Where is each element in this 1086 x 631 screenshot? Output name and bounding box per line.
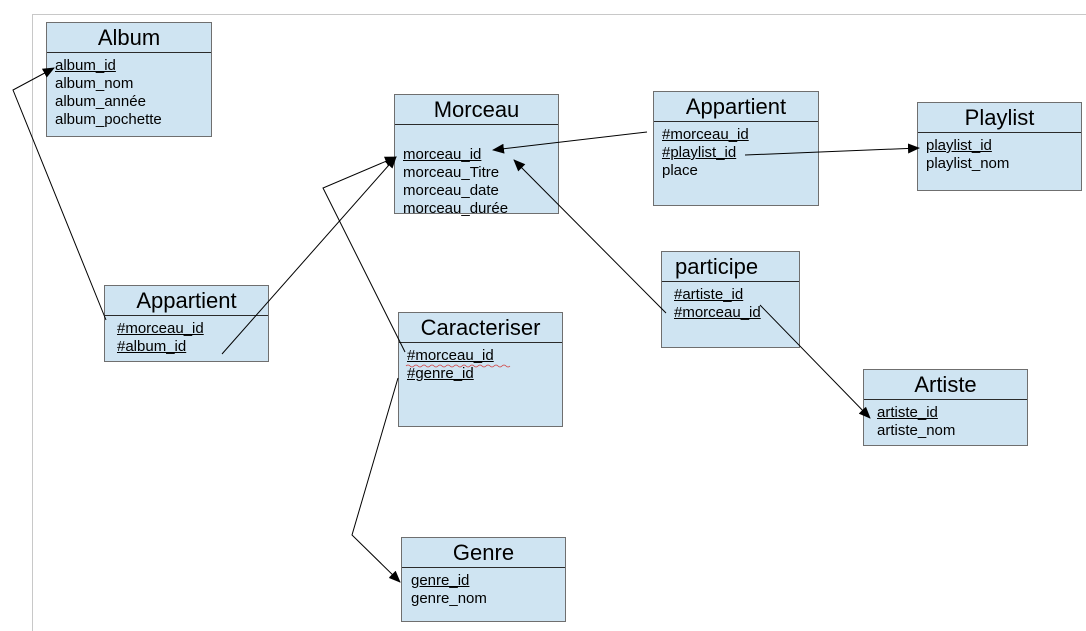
table-participe[interactable]: participe #artiste_id #morceau_id xyxy=(661,251,800,348)
table-title: Artiste xyxy=(864,370,1027,400)
field-morceau-id-fk: #morceau_id xyxy=(674,304,761,321)
field-list: artiste_id artiste_nom xyxy=(864,400,1027,440)
field-artiste-id-fk: #artiste_id xyxy=(674,286,744,303)
field-artiste-id: artiste_id xyxy=(877,404,938,421)
table-title: participe xyxy=(662,252,799,282)
field-album-pochette: album_pochette xyxy=(55,111,162,128)
field-morceau-id-fk: #morceau_id xyxy=(407,347,494,364)
table-playlist[interactable]: Playlist playlist_id playlist_nom xyxy=(917,102,1082,191)
field-morceau-id: morceau_id xyxy=(403,146,482,163)
field-list: #morceau_id #genre_id xyxy=(399,343,562,383)
spellcheck-wavy-underline xyxy=(405,364,511,368)
table-appartient-playlist[interactable]: Appartient #morceau_id #playlist_id plac… xyxy=(653,91,819,206)
table-morceau[interactable]: Morceau morceau_id morceau_Titre morceau… xyxy=(394,94,559,217)
table-appartient-album[interactable]: Appartient #morceau_id #album_id xyxy=(104,285,269,362)
field-list: album_id album_nom album_année album_poc… xyxy=(47,53,211,129)
field-list: playlist_id playlist_nom xyxy=(918,133,1081,173)
page-left-edge xyxy=(32,14,33,631)
field-morceau-duree: morceau_durée xyxy=(403,200,509,217)
field-genre-id: genre_id xyxy=(411,572,470,589)
field-list: #artiste_id #morceau_id xyxy=(662,282,799,322)
table-title: Playlist xyxy=(918,103,1081,133)
field-artiste-nom: artiste_nom xyxy=(877,422,956,439)
field-genre-id-fk: #genre_id xyxy=(407,365,474,382)
field-playlist-id: playlist_id xyxy=(926,137,992,154)
field-morceau-id-fk: #morceau_id xyxy=(117,320,204,337)
table-artiste[interactable]: Artiste artiste_id artiste_nom xyxy=(863,369,1028,446)
field-playlist-nom: playlist_nom xyxy=(926,155,1010,172)
link-participe-to-morceau[interactable] xyxy=(513,159,667,314)
table-title: Morceau xyxy=(395,95,558,125)
field-morceau-id-fk: #morceau_id xyxy=(662,126,749,143)
field-list: genre_id genre_nom xyxy=(402,568,565,608)
page-top-edge xyxy=(32,14,1086,15)
field-album-annee: album_année xyxy=(55,93,146,110)
table-title: Appartient xyxy=(654,92,818,122)
field-list: #morceau_id #playlist_id place xyxy=(654,122,818,180)
table-genre[interactable]: Genre genre_id genre_nom xyxy=(401,537,566,622)
link-caracteriser-to-genre[interactable] xyxy=(351,377,401,583)
link-appartient-album-to-album[interactable] xyxy=(12,67,107,321)
link-appartient-album-to-morceau[interactable] xyxy=(221,156,397,355)
field-list: morceau_id morceau_Titre morceau_date mo… xyxy=(395,125,558,218)
table-caracteriser[interactable]: Caracteriser #morceau_id #genre_id xyxy=(398,312,563,427)
link-appartient-playlist-to-playlist[interactable] xyxy=(744,143,920,156)
table-title: Album xyxy=(47,23,211,53)
field-album-nom: album_nom xyxy=(55,75,134,92)
field-album-id: album_id xyxy=(55,57,116,74)
field-morceau-titre: morceau_Titre xyxy=(403,164,500,181)
link-caracteriser-to-morceau[interactable] xyxy=(322,156,406,353)
table-title: Appartient xyxy=(105,286,268,316)
table-album[interactable]: Album album_id album_nom album_année alb… xyxy=(46,22,212,137)
table-title: Genre xyxy=(402,538,565,568)
field-playlist-id-fk: #playlist_id xyxy=(662,144,737,161)
field-morceau-date: morceau_date xyxy=(403,182,499,199)
field-album-id-fk: #album_id xyxy=(117,338,187,355)
table-title: Caracteriser xyxy=(399,313,562,343)
field-place: place xyxy=(662,162,698,179)
field-list: #morceau_id #album_id xyxy=(105,316,268,356)
link-appartient-playlist-to-morceau[interactable] xyxy=(492,131,648,154)
field-genre-nom: genre_nom xyxy=(411,590,487,607)
link-participe-to-artiste[interactable] xyxy=(759,304,871,419)
